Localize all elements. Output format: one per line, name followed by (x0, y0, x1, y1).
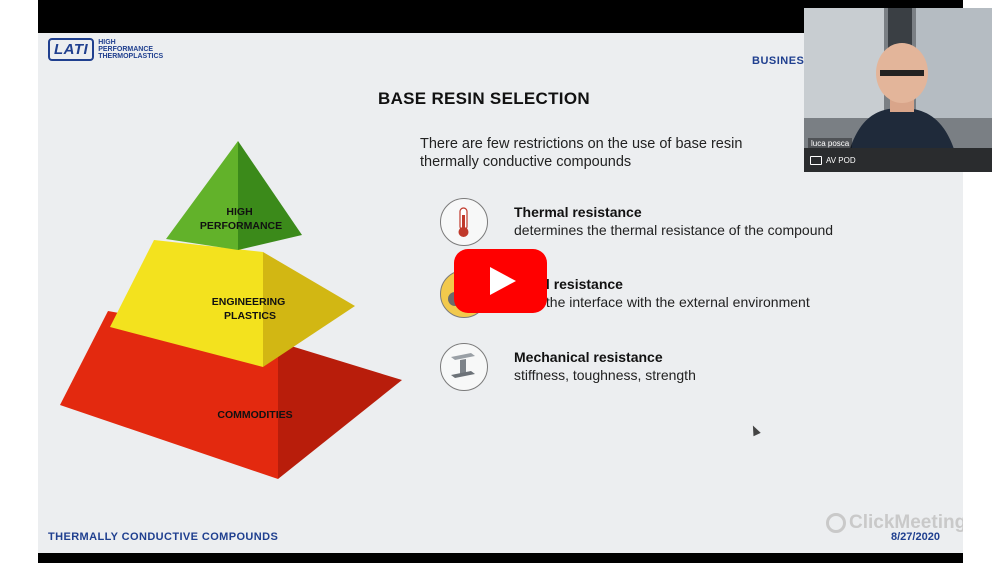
resin-pyramid: HIGH PERFORMANCE ENGINEERING PLASTICS CO… (60, 141, 402, 479)
footer-title: THERMALLY CONDUCTIVE COMPOUNDS (48, 531, 279, 543)
pyramid-top-right-face (238, 141, 302, 250)
property-title: Thermal resistance (514, 204, 642, 220)
pyramid-middle-left-face (110, 240, 263, 367)
pyramid-top-label: HIGH PERFORMANCE (200, 206, 282, 232)
pyramid-top-left-face (166, 141, 238, 250)
logo-text: HIGH PERFORMANCE THERMOPLASTICS (98, 39, 163, 60)
property-item: Thermal resistance determines the therma… (440, 198, 940, 250)
logo-line: PERFORMANCE (98, 46, 154, 53)
business-label: BUSINES (752, 55, 805, 67)
property-title: Mechanical resistance (514, 349, 663, 365)
webcam-toolbar: AV POD (804, 148, 992, 172)
pyramid-bottom-right-face (278, 342, 402, 479)
pyramid-middle-label: ENGINEERING PLASTICS (212, 296, 288, 322)
participant-name: luca posca (808, 138, 853, 149)
lati-logo: LATI HIGH PERFORMANCE THERMOPLASTICS (48, 38, 163, 61)
clickmeeting-watermark: ClickMeeting (826, 512, 963, 534)
camera-icon[interactable] (810, 155, 822, 165)
pyramid-middle-right-face (263, 252, 355, 367)
webcam-feed: luca posca AV POD (804, 8, 992, 172)
pyramid-bottom-label: COMMODITIES (217, 409, 292, 421)
logo-mark: LATI (48, 38, 95, 61)
logo-line: HIGH (98, 39, 116, 46)
property-description: stiffness, toughness, strength (514, 367, 696, 383)
play-button[interactable] (454, 249, 547, 313)
property-description: tic is the interface with the external e… (514, 294, 810, 310)
watermark-text: ClickMeeting (849, 512, 963, 533)
intro-text: There are few restrictions on the use of… (420, 135, 820, 171)
device-name: AV POD (826, 155, 856, 165)
mouse-cursor-icon (749, 423, 761, 437)
steel-beam-icon (440, 343, 488, 391)
intro-line-1: There are few restrictions on the use of… (420, 136, 743, 152)
logo-line: THERMOPLASTICS (98, 53, 164, 60)
clickmeeting-logo-icon (826, 513, 846, 533)
footer-date: 8/27/2020 (891, 531, 940, 543)
property-description: determines the thermal resistance of the… (514, 222, 834, 238)
thermometer-icon (440, 198, 488, 246)
slide-title: BASE RESIN SELECTION (378, 89, 590, 108)
property-item: Mechanical resistance stiffness, toughne… (440, 343, 940, 395)
intro-line-2: thermally conductive compounds (420, 154, 632, 170)
